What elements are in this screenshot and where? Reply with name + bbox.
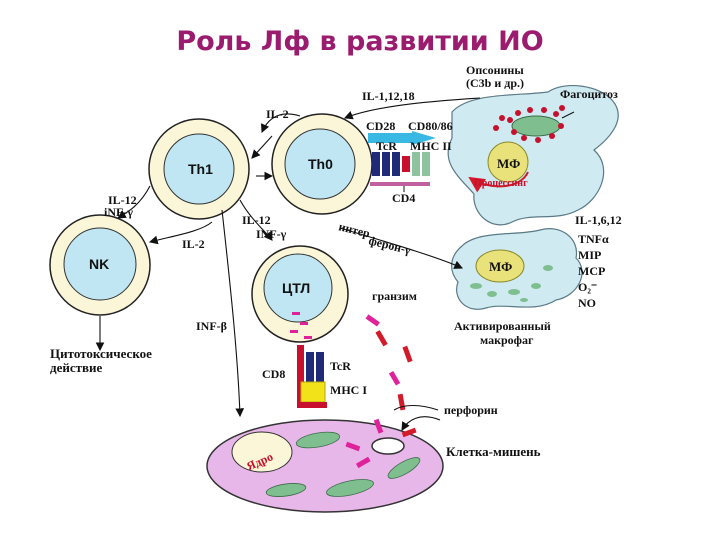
perforin-pore [371, 437, 405, 455]
target-nucleus [231, 431, 293, 473]
phagocytosis-pointer [561, 111, 575, 119]
tcr-mhc-i-complex [297, 345, 327, 408]
perforin-label: перфорин [444, 403, 498, 417]
cytotoxic-label-1: Цитотоксическое [50, 346, 152, 361]
nk-label: NK [89, 256, 109, 272]
th0-label: Th0 [308, 156, 333, 172]
cytokine-item: IL-1,6,12 [575, 213, 622, 227]
cd80-86-label: CD80/86 [408, 119, 453, 133]
arrows [95, 97, 481, 431]
processing-label: Процессинг [474, 178, 528, 189]
th1-label: Th1 [188, 161, 213, 177]
activated-macrophage-label-2: макрофаг [480, 333, 534, 347]
tcr-top-label: TcR [376, 139, 397, 153]
il12-left-label: IL-12 [108, 193, 137, 207]
nk-nucleus [63, 227, 137, 301]
target-organelles [265, 431, 421, 497]
il12-mid-label: IL-12 [242, 213, 271, 227]
il-2-mid-label: IL-2 [182, 237, 205, 251]
mf-activated-nucleus [475, 249, 525, 283]
opsonins-label-1: Опсонины [466, 63, 524, 77]
activated-macrophage-label-1: Активированный [454, 319, 551, 333]
mhc-i-label: MHC I [330, 383, 367, 397]
ifn-left-label: iNF-γ [104, 205, 133, 219]
cd4-label: CD4 [392, 191, 415, 205]
ctl-label: ЦТЛ [282, 280, 310, 296]
ctl-nucleus [263, 253, 333, 323]
il-2-top-label: IL-2 [266, 107, 289, 121]
th0-nucleus [284, 128, 356, 200]
macrophage-granules [470, 265, 553, 302]
mf-top-nucleus [487, 141, 529, 183]
interferon-label-1: интер [337, 219, 371, 240]
cytokine-item: NO [578, 296, 596, 310]
granzyme-particles [345, 314, 401, 469]
th1-nucleus [163, 133, 235, 205]
opsonin-dots [493, 105, 565, 143]
tcr-mhc-ii-complex [370, 152, 430, 186]
ctl-granzyme-granules [290, 312, 312, 339]
phagocytosis-label: Фагоцитоз [560, 87, 618, 101]
cytokine-item: TNFα [578, 232, 609, 246]
mf-top-label: МФ [497, 156, 520, 171]
cd28-label: CD28 [366, 119, 395, 133]
cytotoxic-label-2: действие [50, 360, 103, 375]
cd8-label: CD8 [262, 367, 285, 381]
cytokine-item: MCP [578, 264, 605, 278]
target-cell-label: Клетка-мишень [446, 444, 541, 459]
mf-activated-label: МФ [489, 259, 512, 274]
phagocytosed-particle [511, 115, 561, 137]
activated-cytokines-list: IL-1,6,12 TNFα MIP MCP O₂⁻ NO [575, 213, 622, 310]
ifn-mid-label: INF-γ [256, 227, 287, 241]
interferon-label-2: ферон-γ [367, 233, 412, 257]
cytokine-item: O₂⁻ [578, 280, 597, 294]
mhc-ii-label: MHC II [410, 139, 452, 153]
processing-arrow [468, 171, 529, 193]
cytokine-item: MIP [578, 248, 601, 262]
opsonins-label-2: (С3b и др.) [466, 76, 524, 90]
inf-beta-label: INF-β [196, 319, 227, 333]
cd28-cd80-receptor [368, 131, 436, 145]
phagocyte-macrophage [447, 85, 619, 226]
tcr-bottom-label: TcR [330, 359, 351, 373]
il-1-12-18-label: IL-1,12,18 [362, 89, 415, 103]
page-title: Роль Лф в развитии ИО [176, 26, 544, 57]
granzyme-label: гранзим [372, 289, 417, 303]
